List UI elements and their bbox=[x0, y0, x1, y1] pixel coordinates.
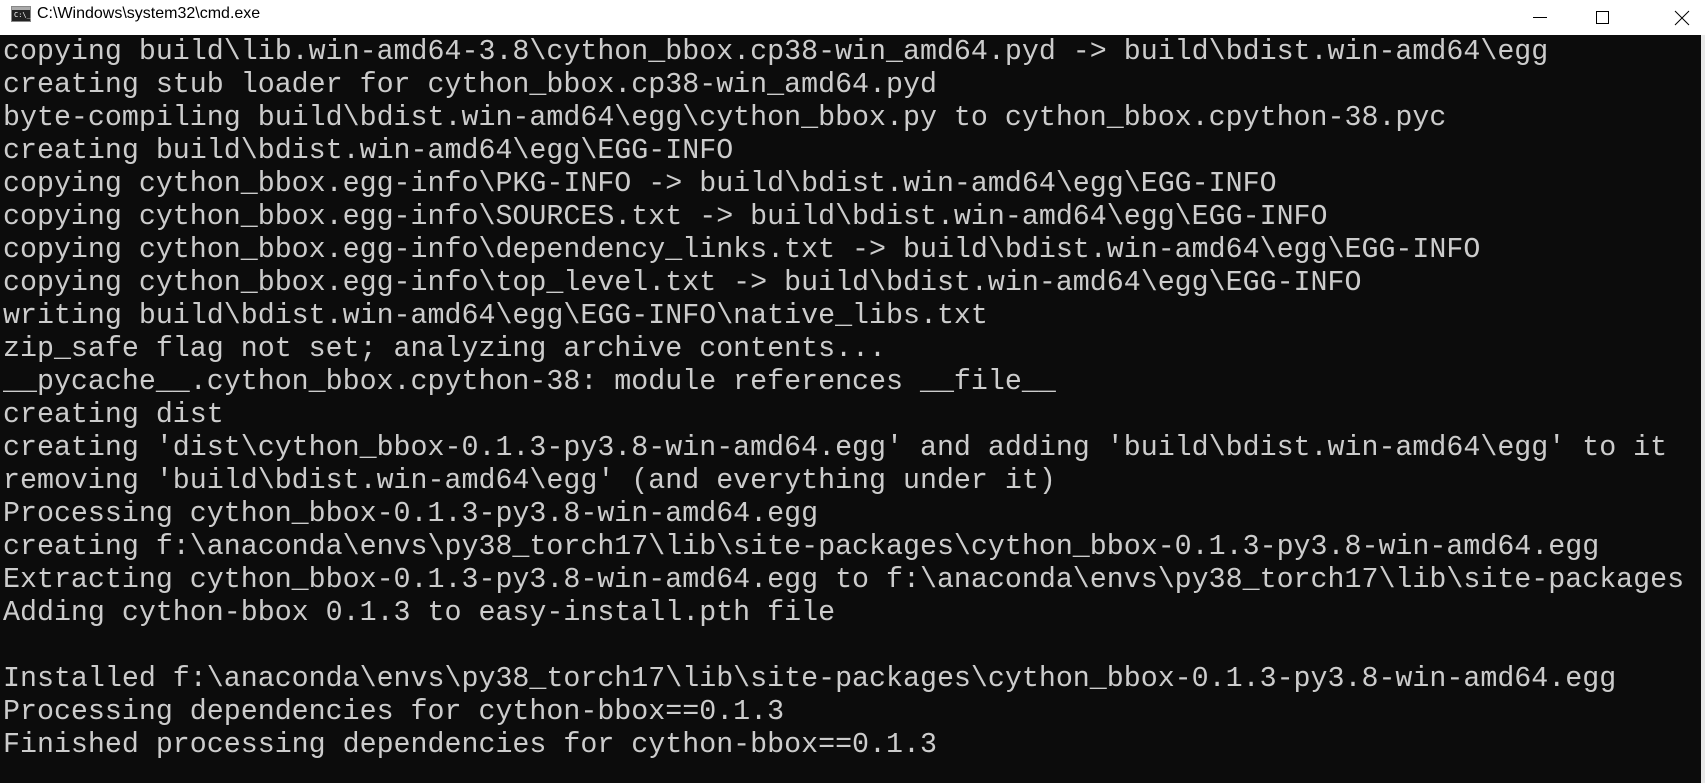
console-line: Adding cython-bbox 0.1.3 to easy-install… bbox=[3, 597, 836, 629]
console-line: creating 'dist\cython_bbox-0.1.3-py3.8-w… bbox=[3, 432, 1668, 464]
console-line: creating f:\anaconda\envs\py38_torch17\l… bbox=[3, 531, 1600, 563]
console-line: copying build\lib.win-amd64-3.8\cython_b… bbox=[3, 36, 1549, 68]
console-line: copying cython_bbox.egg-info\top_level.t… bbox=[3, 267, 1362, 299]
console-line: byte-compiling build\bdist.win-amd64\egg… bbox=[3, 102, 1447, 134]
console-line: Installed f:\anaconda\envs\py38_torch17\… bbox=[3, 663, 1617, 695]
close-button[interactable] bbox=[1659, 0, 1705, 35]
maximize-button[interactable] bbox=[1579, 0, 1625, 35]
scrollbar[interactable] bbox=[1701, 35, 1705, 783]
close-icon bbox=[1674, 10, 1690, 25]
console-line: __pycache__.cython_bbox.cpython-38: modu… bbox=[3, 366, 1056, 398]
console-line: creating stub loader for cython_bbox.cp3… bbox=[3, 69, 937, 101]
console-line bbox=[3, 630, 1699, 663]
console-line: copying cython_bbox.egg-info\dependency_… bbox=[3, 234, 1481, 266]
console-line: removing 'build\bdist.win-amd64\egg' (an… bbox=[3, 465, 1056, 497]
title-bar[interactable]: C:\_ C:\Windows\system32\cmd.exe bbox=[0, 0, 1705, 35]
console-line: zip_safe flag not set; analyzing archive… bbox=[3, 333, 887, 365]
console-line: writing build\bdist.win-amd64\egg\EGG-IN… bbox=[3, 300, 988, 332]
console-line: Processing cython_bbox-0.1.3-py3.8-win-a… bbox=[3, 498, 819, 530]
console-line: creating build\bdist.win-amd64\egg\EGG-I… bbox=[3, 135, 734, 167]
console-line: Extracting cython_bbox-0.1.3-py3.8-win-a… bbox=[3, 564, 1685, 596]
console-output[interactable]: copying build\lib.win-amd64-3.8\cython_b… bbox=[3, 36, 1699, 783]
console-line: copying cython_bbox.egg-info\SOURCES.txt… bbox=[3, 201, 1328, 233]
console-line: Processing dependencies for cython-bbox=… bbox=[3, 696, 785, 728]
console-line: creating dist bbox=[3, 399, 224, 431]
console-line: copying cython_bbox.egg-info\PKG-INFO ->… bbox=[3, 168, 1277, 200]
window-title: C:\Windows\system32\cmd.exe bbox=[37, 5, 261, 22]
minimize-button[interactable] bbox=[1517, 0, 1563, 35]
maximize-icon bbox=[1595, 11, 1609, 24]
console-line: Finished processing dependencies for cyt… bbox=[3, 729, 937, 761]
cmd-icon: C:\_ bbox=[11, 6, 31, 22]
minimize-icon bbox=[1533, 17, 1547, 18]
